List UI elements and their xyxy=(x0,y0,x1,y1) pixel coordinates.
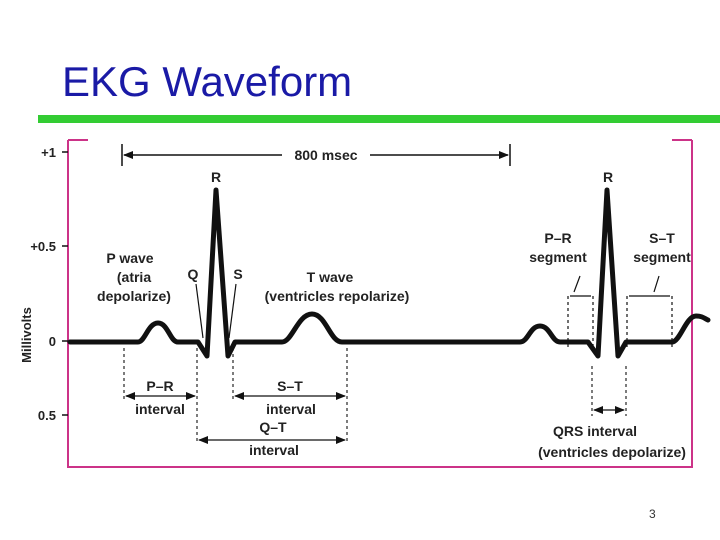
pr-segment-label-line1: P–R xyxy=(544,230,571,246)
interval-arrows xyxy=(125,392,625,444)
st-segment-label-line2: segment xyxy=(633,249,691,265)
diagram-frame xyxy=(67,139,693,468)
y-tick-zero: 0 xyxy=(49,334,56,349)
st-interval-label-line2: interval xyxy=(266,401,316,417)
t-wave-label-line2: (ventricles repolarize) xyxy=(265,288,410,304)
qt-interval-label-line2: interval xyxy=(249,442,299,458)
y-tick-plus-half: +0.5 xyxy=(30,239,56,254)
cycle-duration-marker xyxy=(121,144,511,166)
pr-interval-label-line1: P–R xyxy=(146,378,173,394)
st-interval-label-line1: S–T xyxy=(277,378,303,394)
ekg-trace xyxy=(67,187,711,359)
p-wave-label-line3: depolarize) xyxy=(97,288,171,304)
segment-brackets xyxy=(567,275,673,350)
q-label: Q xyxy=(188,266,199,282)
qrs-interval-label-line1: QRS interval xyxy=(553,423,637,439)
st-segment-label-line1: S–T xyxy=(649,230,675,246)
r-peak-label-1: R xyxy=(211,169,221,185)
y-axis xyxy=(62,151,68,416)
cycle-duration-label: 800 msec xyxy=(294,147,357,163)
p-wave-label-line2: (atria xyxy=(117,269,151,285)
pr-segment-label-line2: segment xyxy=(529,249,587,265)
p-wave-label-line1: P wave xyxy=(106,250,153,266)
slide-title: EKG Waveform xyxy=(62,58,353,105)
y-tick-half: 0.5 xyxy=(38,408,56,423)
s-pointer xyxy=(228,283,237,339)
q-pointer xyxy=(195,283,204,339)
t-wave-label-line1: T wave xyxy=(307,269,354,285)
qrs-interval-label-line2: (ventricles depolarize) xyxy=(538,444,686,460)
interval-guides xyxy=(123,348,627,444)
s-label: S xyxy=(233,266,242,282)
r-peak-label-2: R xyxy=(603,169,613,185)
title-rule xyxy=(38,115,720,123)
qt-interval-label-line1: Q–T xyxy=(259,419,287,435)
y-axis-label: Millivolts xyxy=(19,307,34,363)
pr-interval-label-line2: interval xyxy=(135,401,185,417)
y-tick-plus-one: +1 xyxy=(41,145,56,160)
slide-number: 3 xyxy=(649,507,656,521)
